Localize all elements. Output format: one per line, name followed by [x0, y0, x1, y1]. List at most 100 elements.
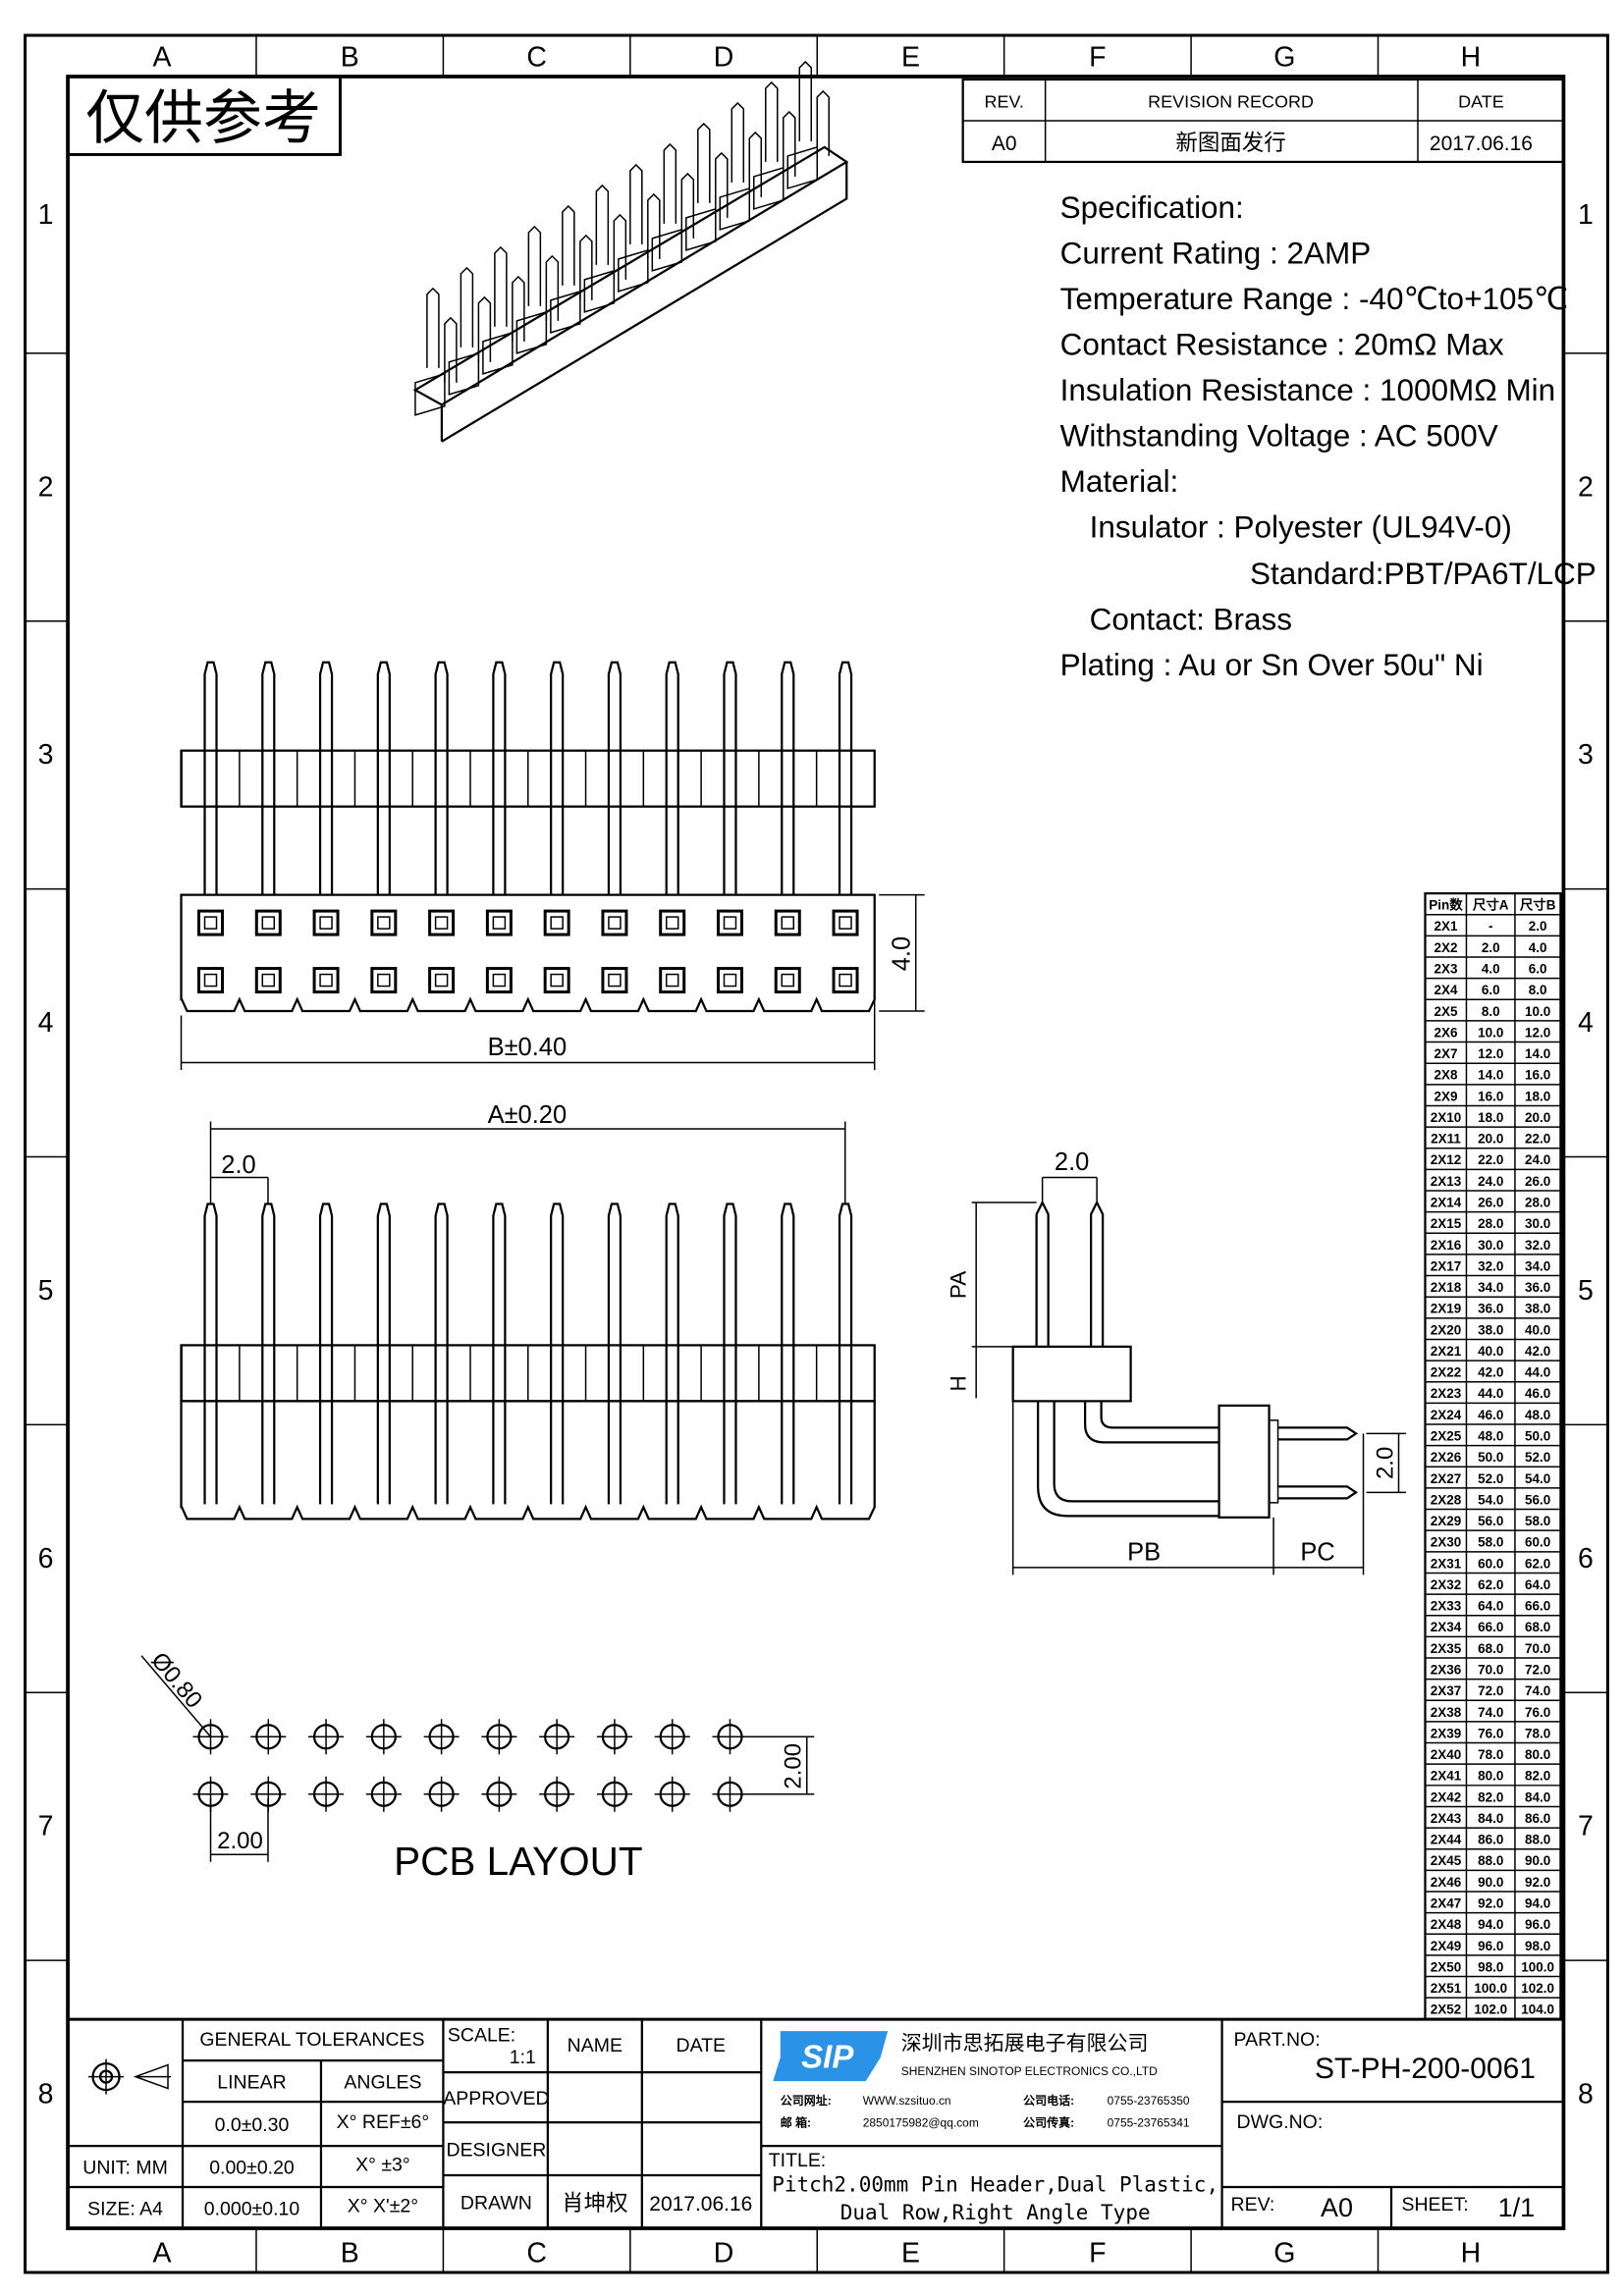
pad-outer [485, 909, 513, 936]
designer-label: DESIGNER [446, 2140, 546, 2162]
size-table-cell: 32.0 [1478, 1258, 1503, 1273]
zone-column-label: E [901, 2238, 920, 2269]
pad-outer [485, 967, 513, 994]
size-table-cell: 2X37 [1431, 1683, 1462, 1698]
dim-row-pitch: 2.0 [1372, 1447, 1398, 1479]
pin-through [411, 750, 449, 807]
size-table-cell: 4.0 [1529, 940, 1547, 955]
hole-crosshair [192, 1719, 229, 1755]
iso-pin [731, 101, 763, 197]
size-table-cell: 2X33 [1431, 1599, 1462, 1614]
size-table-cell: 2X17 [1431, 1258, 1462, 1273]
size-table-cell: 2X23 [1431, 1386, 1462, 1401]
size-table-cell: 12.0 [1525, 1025, 1550, 1040]
size-table-cell: 92.0 [1478, 1896, 1503, 1910]
hole-crosshair [712, 1776, 748, 1812]
hole-crosshair [539, 1776, 575, 1812]
size-table-cell: 2X2 [1434, 940, 1457, 955]
pin [376, 1202, 391, 1505]
size-table-cell: 2X40 [1431, 1747, 1462, 1762]
pin [607, 1202, 623, 1505]
pin [781, 1202, 795, 1505]
size-table-cell: 2X15 [1431, 1216, 1462, 1231]
hole-crosshair [539, 1719, 575, 1755]
pad-outer [370, 909, 398, 936]
iso-pin [798, 60, 830, 156]
size-table-cell: 12.0 [1478, 1046, 1503, 1061]
linear-2: 0.00±0.20 [209, 2158, 295, 2179]
size-table-cell: 2X12 [1431, 1152, 1462, 1167]
dimensions: B±0.40 4.0 A±0.20 2.0 [180, 893, 925, 1204]
pad-outer [254, 967, 282, 994]
pin [203, 661, 218, 895]
hole-crosshair [654, 1719, 690, 1755]
size-table-cell: 2X52 [1431, 2002, 1462, 2017]
approved-label: APPROVED [443, 2088, 549, 2109]
size-table-cell: 62.0 [1478, 1577, 1503, 1592]
size-table-cell: 2X1 [1434, 919, 1457, 934]
record-header: REVISION RECORD [1148, 91, 1314, 111]
iso-pin [562, 204, 593, 300]
size-table-cell: 64.0 [1478, 1599, 1503, 1614]
spec-line: Contact Resistance : 20mΩ Max [1060, 327, 1504, 361]
angles-3: X° X'±2° [348, 2196, 418, 2217]
size-table-cell: 2X18 [1431, 1280, 1462, 1295]
zone-row-label: 6 [38, 1543, 54, 1575]
pad-inner [608, 973, 622, 988]
size-table-cell: 84.0 [1478, 1811, 1503, 1826]
size-table-cell: 98.0 [1525, 1939, 1550, 1953]
pad-outer [197, 909, 225, 936]
pad-outer [197, 967, 225, 994]
size-table-cell: 98.0 [1478, 1959, 1503, 1974]
pcb-layout-title: PCB LAYOUT [394, 1839, 642, 1884]
pin-through [642, 750, 679, 807]
size-table-cell: 16.0 [1478, 1089, 1503, 1103]
pin [550, 661, 565, 895]
size-table-cell: 22.0 [1525, 1132, 1550, 1147]
size-table-cell: 2X36 [1431, 1662, 1462, 1677]
spec-line: Material: [1060, 464, 1179, 499]
size-table-cell: 36.0 [1525, 1280, 1550, 1295]
size-table-header: 尺寸B [1520, 897, 1556, 913]
zone-column-label: D [714, 2238, 734, 2269]
size-table-cell: 34.0 [1478, 1280, 1503, 1295]
dim-pb: PB [1127, 1538, 1161, 1566]
pad-inner [261, 973, 276, 988]
zone-column-label: G [1273, 41, 1295, 73]
size-table-cell: 86.0 [1525, 1811, 1550, 1826]
size-table-header: Pin数 [1429, 897, 1463, 913]
pad-outer [312, 909, 340, 936]
sheet-label: SHEET: [1401, 2194, 1468, 2216]
zone-column-label: C [526, 2238, 547, 2269]
pad-inner [839, 916, 852, 930]
size-table-cell: 28.0 [1525, 1196, 1550, 1210]
size-table-cell: 70.0 [1478, 1662, 1503, 1677]
name-header: NAME [568, 2035, 623, 2056]
linear-3: 0.000±0.10 [204, 2199, 300, 2220]
hole-crosshair [192, 1776, 229, 1812]
size-table-cell: 2X19 [1431, 1302, 1462, 1316]
size-table-cell: 32.0 [1525, 1238, 1550, 1253]
size-table-cell: 2X7 [1434, 1046, 1457, 1061]
zone-row-label: 5 [1578, 1275, 1594, 1307]
size-table-cell: 38.0 [1525, 1302, 1550, 1316]
revision-table: REV. REVISION RECORD DATE A0 新图面发行 2017.… [961, 78, 1565, 164]
size-table-cell: 20.0 [1525, 1110, 1550, 1125]
size-table-cell: 2X43 [1431, 1811, 1462, 1826]
dim-h: H [947, 1375, 971, 1391]
hole-crosshair [423, 1776, 460, 1812]
side-view: PA H PB PC 2.0 2.0 [947, 1148, 1406, 1575]
size-table-cell: 14.0 [1478, 1068, 1503, 1083]
size-table-cell: 86.0 [1478, 1833, 1503, 1847]
size-table-cell: 2X32 [1431, 1577, 1462, 1592]
specifications: Specification: Current Rating : 2AMP Tem… [1060, 190, 1597, 682]
spec-line: Specification: [1060, 190, 1244, 225]
pad-inner [550, 973, 564, 988]
spec-line: Contact: Brass [1090, 603, 1292, 637]
zone-row-label: 8 [38, 2079, 54, 2110]
pad-inner [377, 916, 391, 930]
pin [607, 661, 623, 895]
pad-inner [492, 916, 507, 930]
linear-1: 0.0±0.30 [215, 2114, 290, 2136]
hole-crosshair [250, 1776, 287, 1812]
